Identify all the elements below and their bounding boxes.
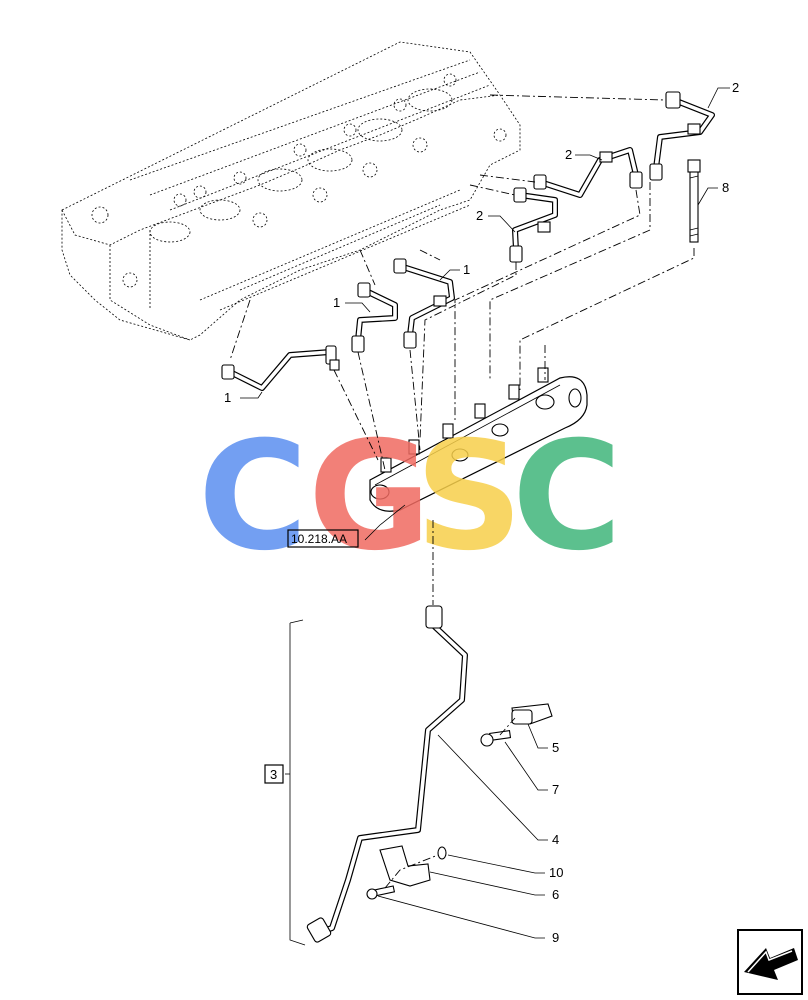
callout-10: 10 (549, 865, 563, 880)
injection-pipe-1a (221, 345, 340, 391)
watermark-letter-c2: C (512, 410, 622, 584)
callout-5: 5 (552, 740, 559, 755)
reference-link[interactable]: 10.218.AA (287, 529, 359, 548)
bracket-6 (379, 845, 431, 887)
stud-bolt (687, 159, 701, 243)
callout-9: 9 (552, 930, 559, 945)
callout-2a: 2 (476, 208, 483, 223)
callout-8: 8 (722, 180, 729, 195)
injection-pipe-2a (509, 187, 558, 263)
callout-6: 6 (552, 887, 559, 902)
watermark: C G S C (198, 410, 622, 584)
reference-code[interactable]: 10.218.AA (291, 532, 347, 546)
callout-2b: 2 (565, 147, 572, 162)
previous-page-arrow-icon[interactable] (737, 929, 803, 995)
injection-pipe-2c (649, 91, 715, 181)
callout-3: 3 (270, 767, 277, 782)
callout-numbers: 1 1 1 2 2 2 8 5 7 4 10 6 9 3 (224, 80, 739, 945)
cylinder-head (61, 41, 521, 341)
callout-3-box (264, 764, 284, 784)
callout-1a: 1 (224, 390, 231, 405)
watermark-letter-s: S (415, 410, 523, 584)
washer-10 (437, 846, 447, 860)
watermark-letter-g: G (308, 410, 431, 584)
injection-pipe-2b (533, 147, 643, 198)
callout-2c: 2 (732, 80, 739, 95)
callout-leaders (240, 87, 730, 946)
callout-1c: 1 (463, 262, 470, 277)
injection-pipe-1b (351, 282, 398, 353)
bolt-7 (480, 730, 512, 747)
callout-1b: 1 (333, 295, 340, 310)
fuel-feed-pipe (306, 605, 468, 943)
callout-7: 7 (552, 782, 559, 797)
watermark-letter-c1: C (198, 410, 308, 584)
fuel-rail (369, 367, 588, 512)
screw-9 (366, 885, 396, 900)
callout-4: 4 (552, 832, 559, 847)
clamp-5 (511, 703, 553, 725)
injection-pipe-1c (393, 258, 455, 349)
assembly-centerlines (229, 94, 695, 889)
